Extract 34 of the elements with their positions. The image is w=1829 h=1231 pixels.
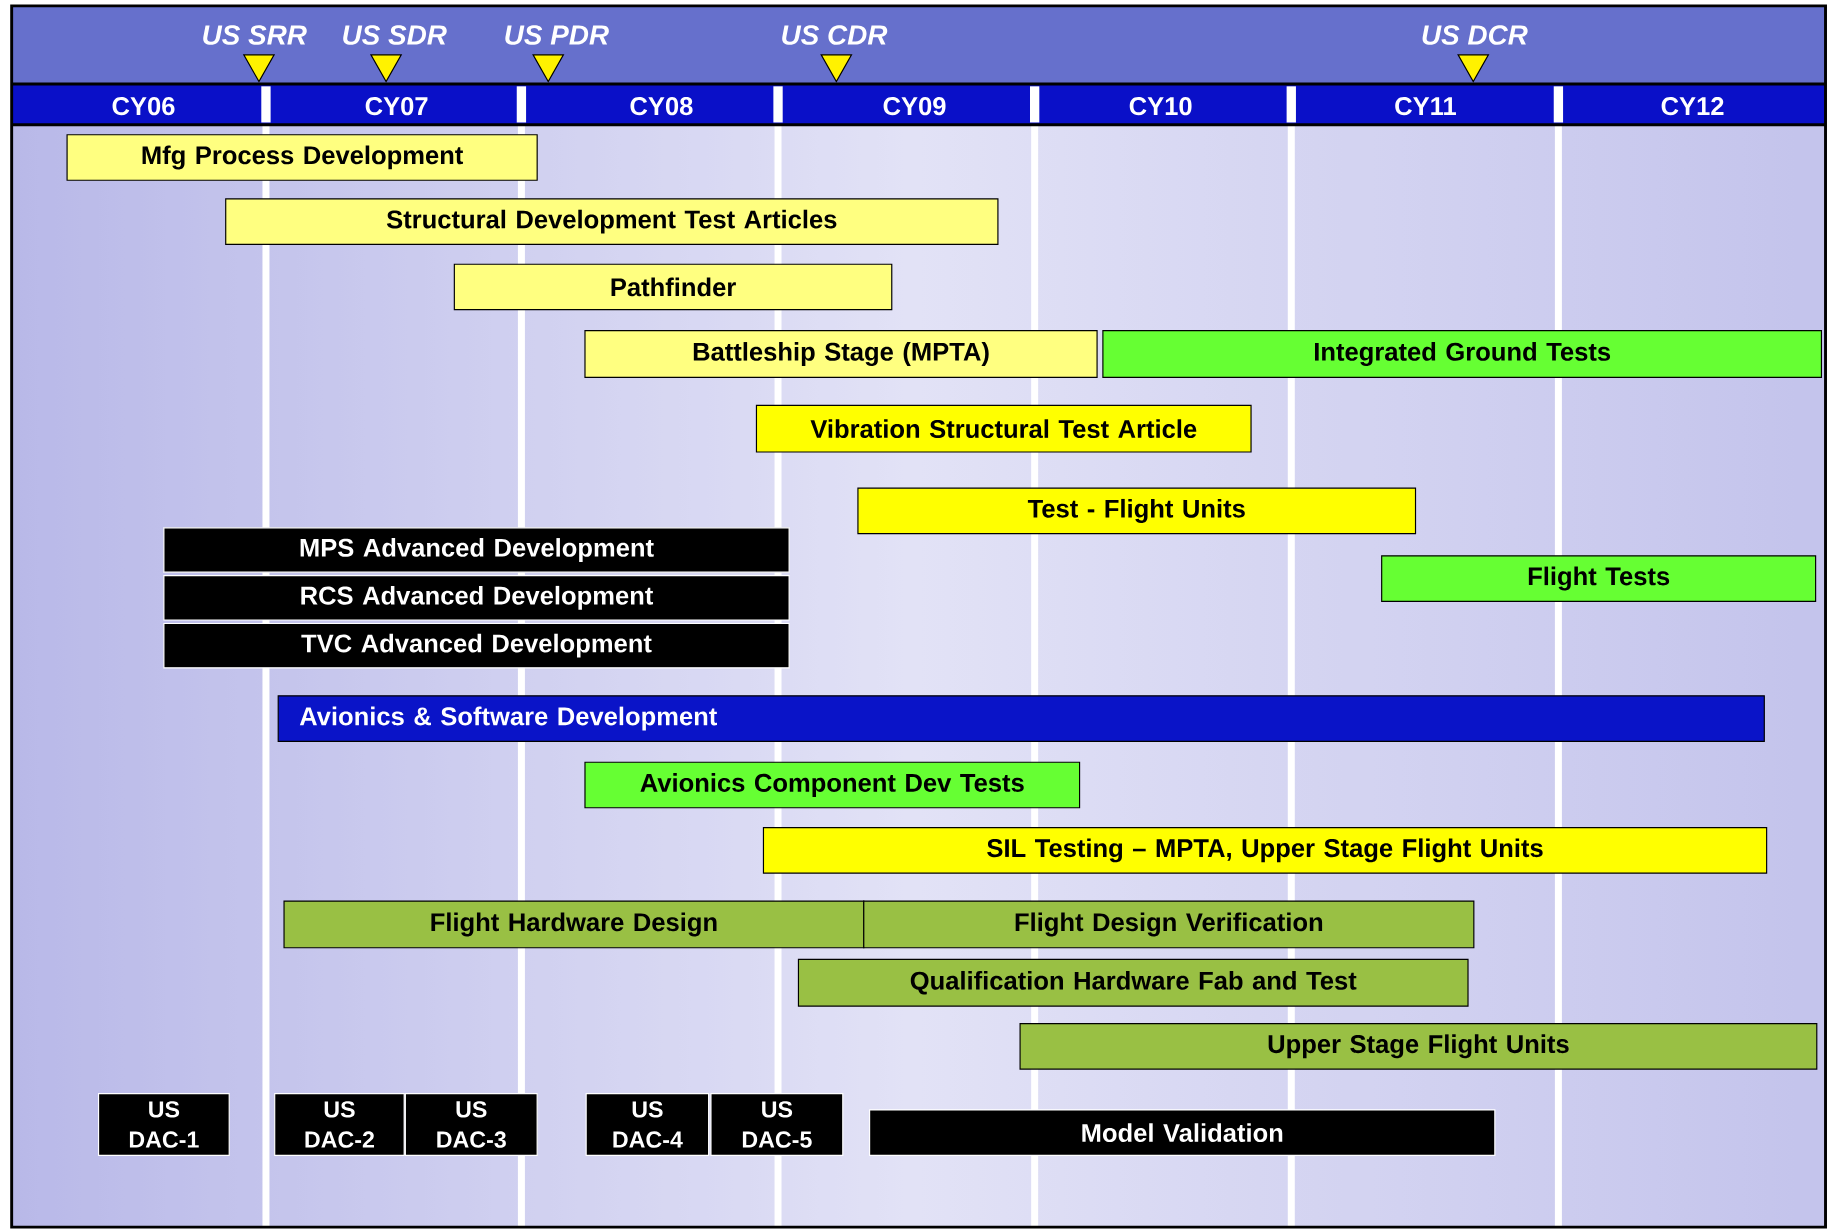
task-bar: Flight Hardware Design <box>283 900 865 949</box>
milestone-label: US CDR <box>782 25 888 46</box>
year-label: CY10 <box>1129 97 1192 116</box>
milestone-label: US PDR <box>505 25 609 46</box>
task-bar: Test - Flight Units <box>857 487 1417 535</box>
task-bar: Vibration Structural Test Article <box>755 404 1252 453</box>
year-label: CY12 <box>1661 97 1724 116</box>
task-bar: RCS Advanced Development <box>163 575 790 621</box>
task-bar: Avionics & Software Development <box>277 695 1765 743</box>
task-bar: Qualification Hardware Fab and Test <box>797 959 1469 1007</box>
task-bar: Flight Design Verification <box>863 900 1475 949</box>
milestone-label: US DCR <box>1422 25 1528 46</box>
task-bar: US DAC-1 <box>98 1093 230 1157</box>
milestone-label: US SDR <box>343 25 447 46</box>
task-bar: US DAC-2 <box>274 1093 405 1157</box>
task-bar: Upper Stage Flight Units <box>1019 1023 1818 1070</box>
task-bar: Battleship Stage (MPTA) <box>584 330 1098 379</box>
year-label: CY08 <box>630 97 693 116</box>
task-bar: Integrated Ground Tests <box>1102 330 1823 379</box>
milestone-label: US SRR <box>203 25 307 46</box>
task-bar: US DAC-4 <box>585 1093 710 1157</box>
task-bar: Structural Development Test Articles <box>225 198 999 246</box>
task-bar: SIL Testing – MPTA, Upper Stage Flight Units <box>762 827 1768 874</box>
year-label: CY09 <box>883 97 946 116</box>
task-bar: Model Validation <box>869 1109 1496 1157</box>
year-label: CY11 <box>1395 97 1456 116</box>
task-bar: US DAC-5 <box>710 1093 844 1157</box>
task-bar: Pathfinder <box>453 263 893 311</box>
task-bar: US DAC-3 <box>404 1093 538 1157</box>
task-bar: MPS Advanced Development <box>163 527 790 573</box>
task-bar: TVC Advanced Development <box>163 623 790 669</box>
task-bar: Flight Tests <box>1381 555 1817 603</box>
task-bar: Avionics Component Dev Tests <box>584 761 1081 809</box>
task-bar: Mfg Process Development <box>66 134 538 181</box>
